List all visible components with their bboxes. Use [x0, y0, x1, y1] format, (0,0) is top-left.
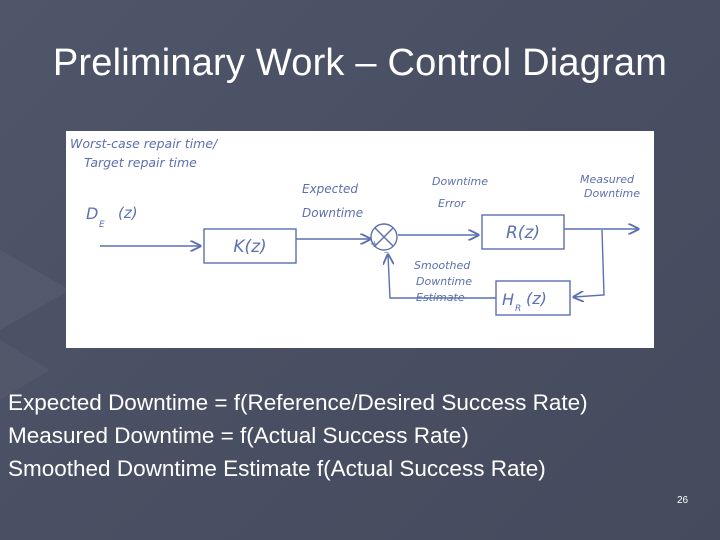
block-h-arg: (z) [526, 289, 547, 308]
smoothed-label-line2: Downtime [416, 275, 472, 288]
measured-label-line2: Downtime [584, 187, 640, 200]
block-h-sub: R [515, 304, 521, 314]
slide-title: Preliminary Work – Control Diagram [52, 42, 668, 84]
background-arrow-decoration [0, 250, 70, 400]
error-label-line2: Error [438, 197, 467, 210]
page-number: 26 [677, 495, 689, 506]
input-signal-sub: E [99, 220, 105, 230]
sum-cross-2 [374, 227, 394, 247]
measured-label-line1: Measured [580, 173, 635, 186]
control-diagram-svg: Worst-case repair time/ Target repair ti… [70, 136, 640, 316]
input-label-line1: Worst-case repair time/ [70, 136, 219, 151]
block-h-letter: H [502, 290, 514, 309]
error-label-line1: Downtime [432, 175, 488, 188]
body-line-smoothed: Smoothed Downtime Estimate f(Actual Succ… [8, 456, 546, 481]
body-line-expected: Expected Downtime = f(Reference/Desired … [8, 390, 588, 415]
expected-label-line2: Downtime [302, 206, 363, 220]
block-k [203, 228, 297, 264]
summing-junction [370, 223, 398, 251]
input-label-line2: Target repair time [84, 155, 197, 170]
expected-label-line1: Expected [302, 182, 358, 196]
h-to-sum-arrow [388, 255, 496, 299]
smoothed-label-line3: Estimate [416, 291, 465, 304]
input-signal-arg: (z) [118, 204, 138, 222]
block-r [481, 214, 565, 250]
control-diagram: Worst-case repair time/ Target repair ti… [66, 131, 654, 348]
block-r-label: R(z) [506, 223, 540, 243]
feedback-path [574, 229, 605, 297]
slide-body: Expected Downtime = f(Reference/Desired … [8, 386, 588, 485]
sum-minus-sign: – [384, 247, 389, 258]
sum-plus-sign: + [370, 239, 378, 250]
smoothed-label-line1: Smoothed [414, 259, 471, 272]
block-k-label: K(z) [233, 237, 266, 257]
body-line-measured: Measured Downtime = f(Actual Success Rat… [8, 423, 469, 448]
input-signal-d: D [86, 204, 98, 223]
